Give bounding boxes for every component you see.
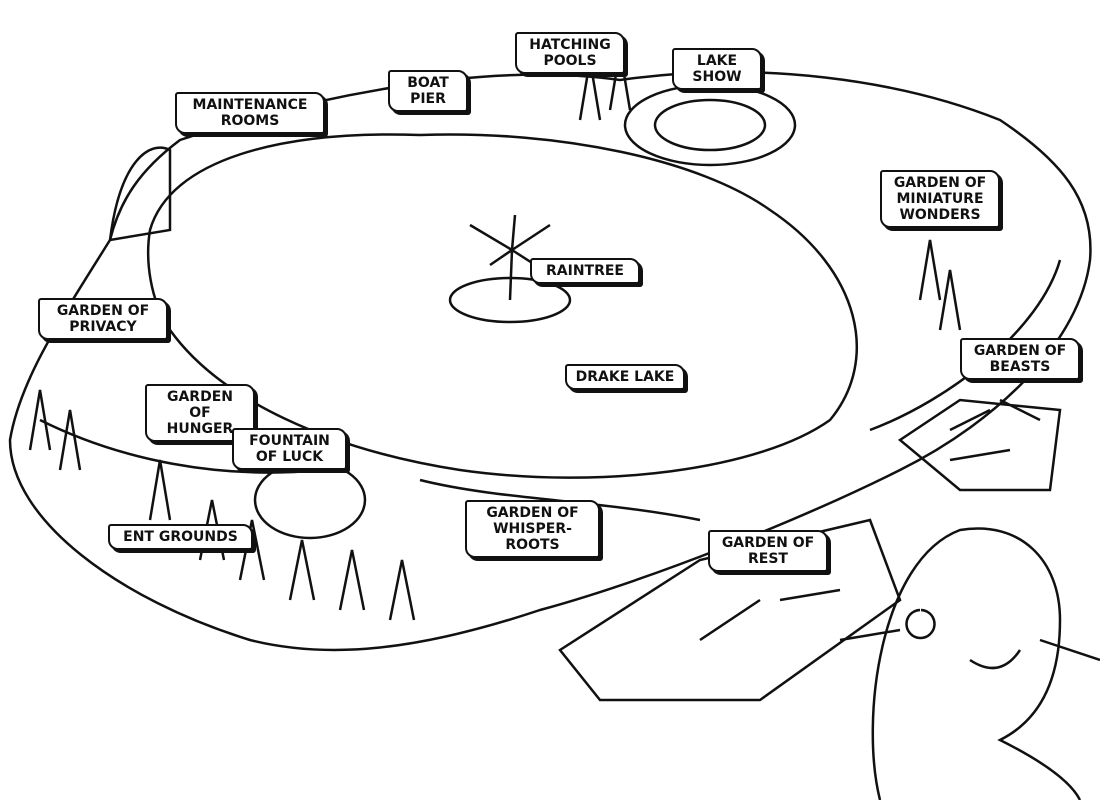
label-lake-show: Lake Show: [672, 48, 762, 90]
outer-path-ring: [8, 70, 1092, 652]
label-garden-of-privacy: Garden of Privacy: [38, 298, 168, 340]
label-ent-grounds: Ent Grounds: [108, 524, 253, 550]
label-boat-pier: Boat Pier: [388, 70, 468, 112]
label-garden-of-rest: Garden of Rest: [708, 530, 828, 572]
label-garden-of-hunger: Garden of Hunger: [145, 384, 255, 442]
character-illustration: [839, 527, 1100, 800]
label-hatching-pools: Hatching Pools: [515, 32, 625, 74]
lake-show-stage: [623, 83, 797, 167]
garden-of-beasts-pens: [897, 398, 1062, 492]
garden-of-rest-plots: [558, 518, 902, 702]
fountain-of-luck: [253, 460, 367, 540]
label-garden-of-beasts: Garden of Beasts: [960, 338, 1080, 380]
label-drake-lake: Drake Lake: [565, 364, 685, 390]
label-raintree: Raintree: [530, 258, 640, 284]
label-fountain-of-luck: Fountain of Luck: [232, 428, 347, 470]
label-garden-of-miniature-wonders: Garden of Miniature Wonders: [880, 170, 1000, 228]
label-garden-of-whisper-roots: Garden of Whisper-roots: [465, 500, 600, 558]
raintree-icon: [469, 214, 551, 301]
label-maintenance-rooms: Maintenance Rooms: [175, 92, 325, 134]
lake-show-ring: [653, 98, 767, 152]
bridge: [108, 146, 172, 242]
